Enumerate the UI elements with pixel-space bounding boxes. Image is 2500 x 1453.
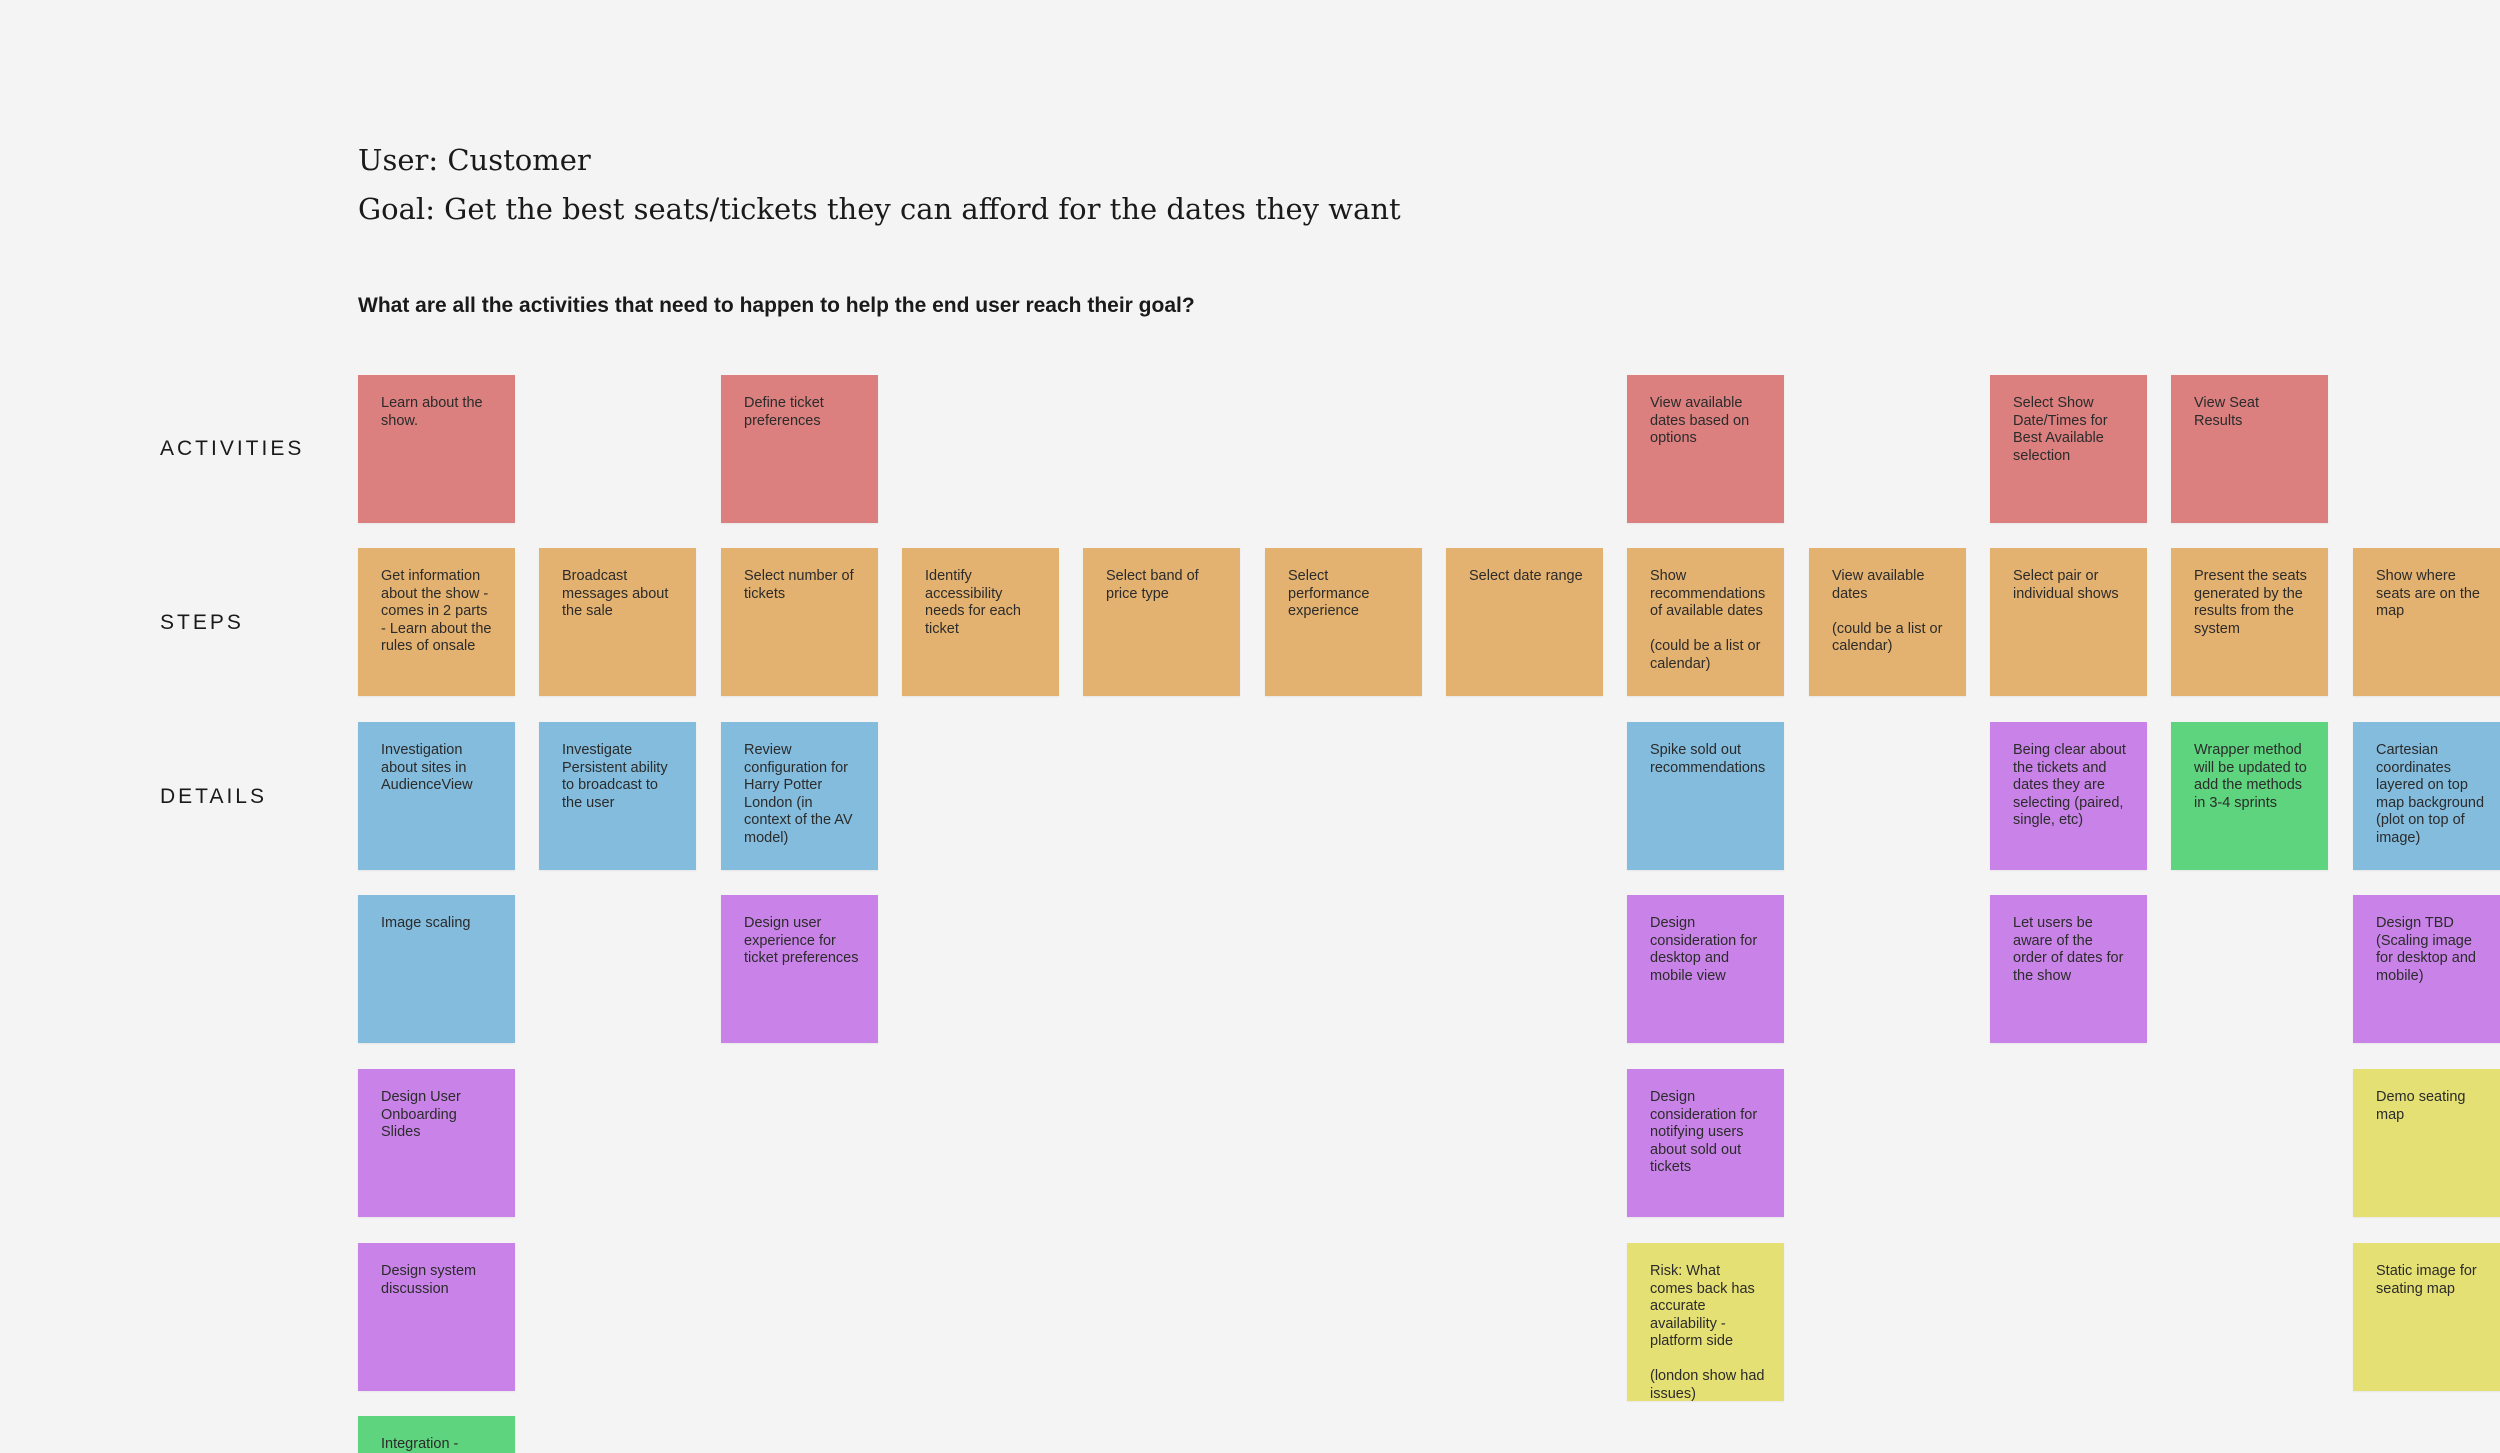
goal-heading: Goal: Get the best seats/tickets they ca… xyxy=(358,192,1401,226)
detail-wrapper-method[interactable]: Wrapper method will be updated to add th… xyxy=(2171,722,2328,870)
detail-integration[interactable]: Integration - xyxy=(358,1416,515,1453)
activity-view-available-dates[interactable]: View available dates based on options xyxy=(1627,375,1784,523)
detail-design-system[interactable]: Design system discussion xyxy=(358,1243,515,1391)
step-select-performance[interactable]: Select performance experience xyxy=(1265,548,1422,696)
detail-spike-sold-out[interactable]: Spike sold out recommendations xyxy=(1627,722,1784,870)
steps-row-label: STEPS xyxy=(160,611,244,634)
details-row-label: DETAILS xyxy=(160,785,267,808)
step-select-band[interactable]: Select band of price type xyxy=(1083,548,1240,696)
step-view-available-dates[interactable]: View available dates (could be a list or… xyxy=(1809,548,1966,696)
detail-investigate-persistent[interactable]: Investigate Persistent ability to broadc… xyxy=(539,722,696,870)
detail-onboarding-slides[interactable]: Design User Onboarding Slides xyxy=(358,1069,515,1217)
detail-let-users-aware[interactable]: Let users be aware of the order of dates… xyxy=(1990,895,2147,1043)
detail-design-tbd[interactable]: Design TBD (Scaling image for desktop an… xyxy=(2353,895,2500,1043)
detail-cartesian-coordinates[interactable]: Cartesian coordinates layered on top map… xyxy=(2353,722,2500,870)
detail-review-configuration[interactable]: Review configuration for Harry Potter Lo… xyxy=(721,722,878,870)
step-identify-accessibility[interactable]: Identify accessibility needs for each ti… xyxy=(902,548,1059,696)
detail-risk-availability[interactable]: Risk: What comes back has accurate avail… xyxy=(1627,1243,1784,1401)
activity-learn-about-show[interactable]: Learn about the show. xyxy=(358,375,515,523)
detail-being-clear[interactable]: Being clear about the tickets and dates … xyxy=(1990,722,2147,870)
activity-view-seat-results[interactable]: View Seat Results xyxy=(2171,375,2328,523)
detail-static-image[interactable]: Static image for seating map xyxy=(2353,1243,2500,1391)
step-get-information[interactable]: Get information about the show - comes i… xyxy=(358,548,515,696)
detail-investigation-sites[interactable]: Investigation about sites in AudienceVie… xyxy=(358,722,515,870)
user-heading: User: Customer xyxy=(358,143,591,177)
detail-notifying-sold-out[interactable]: Design consideration for notifying users… xyxy=(1627,1069,1784,1217)
detail-design-ux[interactable]: Design user experience for ticket prefer… xyxy=(721,895,878,1043)
detail-demo-seating-map[interactable]: Demo seating map xyxy=(2353,1069,2500,1217)
step-select-number-of-tickets[interactable]: Select number of tickets xyxy=(721,548,878,696)
step-select-date-range[interactable]: Select date range xyxy=(1446,548,1603,696)
activities-row-label: ACTIVITIES xyxy=(160,437,305,460)
detail-image-scaling[interactable]: Image scaling xyxy=(358,895,515,1043)
detail-design-desktop-mobile[interactable]: Design consideration for desktop and mob… xyxy=(1627,895,1784,1043)
step-broadcast-messages[interactable]: Broadcast messages about the sale xyxy=(539,548,696,696)
step-show-where-seats[interactable]: Show where seats are on the map xyxy=(2353,548,2500,696)
step-select-pair[interactable]: Select pair or individual shows xyxy=(1990,548,2147,696)
question-text: What are all the activities that need to… xyxy=(358,294,1195,317)
activity-define-ticket-preferences[interactable]: Define ticket preferences xyxy=(721,375,878,523)
step-show-recommendations[interactable]: Show recommendations of available dates … xyxy=(1627,548,1784,696)
activity-select-show-date[interactable]: Select Show Date/Times for Best Availabl… xyxy=(1990,375,2147,523)
step-present-seats[interactable]: Present the seats generated by the resul… xyxy=(2171,548,2328,696)
